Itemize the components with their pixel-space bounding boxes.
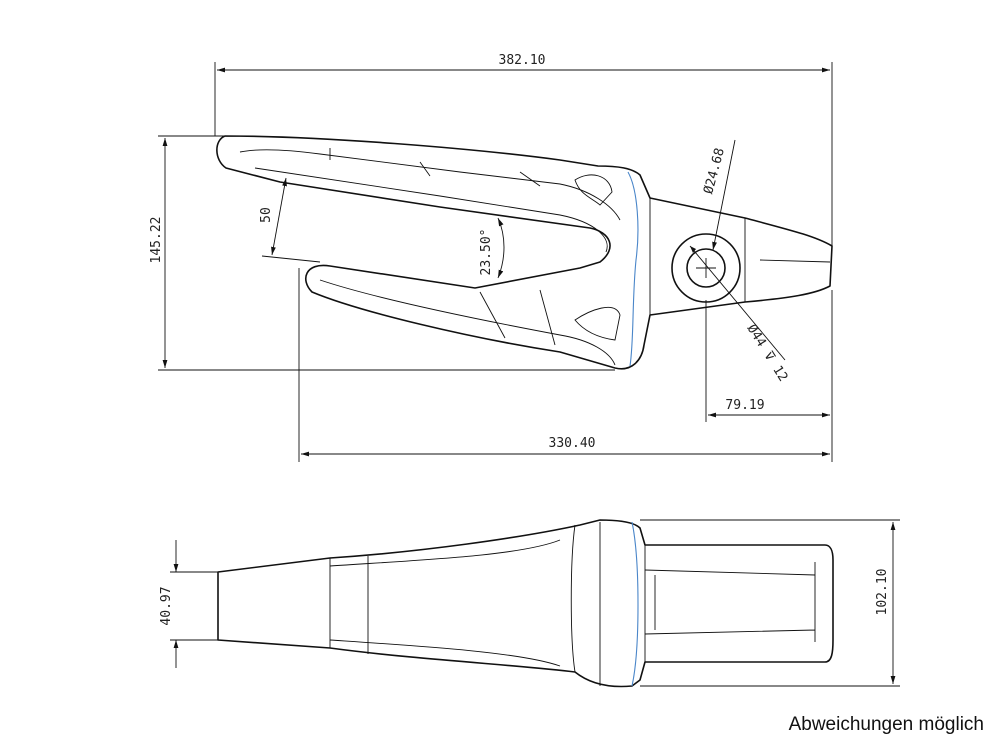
pin-diameter-label: Ø24.68 (701, 146, 728, 195)
slot-width-label: 50 (259, 207, 274, 223)
dimension-base-width: 102.10 (640, 519, 900, 687)
tip-width-label: 40.97 (159, 586, 174, 625)
pin-offset-label: 79.19 (725, 398, 764, 413)
dimension-angle: 23.50° (479, 217, 505, 279)
disclaimer-note: Abweichungen möglich (788, 714, 984, 735)
base-width-label: 102.10 (875, 569, 890, 616)
dimension-slot-length: 330.40 (298, 268, 830, 462)
dimension-pin-offset: 79.19 (705, 290, 833, 462)
hole-spec-label: Ø44 ⊽ 12 (744, 322, 791, 384)
top-view (217, 519, 834, 688)
overall-length-label: 382.10 (499, 53, 546, 68)
side-view (216, 135, 833, 370)
height-label: 145.22 (149, 217, 164, 264)
dimension-tip-width: 40.97 (159, 540, 218, 668)
angle-label: 23.50° (479, 229, 494, 276)
dimension-slot-width: 50 (259, 177, 321, 263)
slot-length-label: 330.40 (549, 436, 596, 451)
dimension-overall-length: 382.10 (214, 53, 833, 246)
dimension-height: 145.22 (149, 135, 615, 371)
